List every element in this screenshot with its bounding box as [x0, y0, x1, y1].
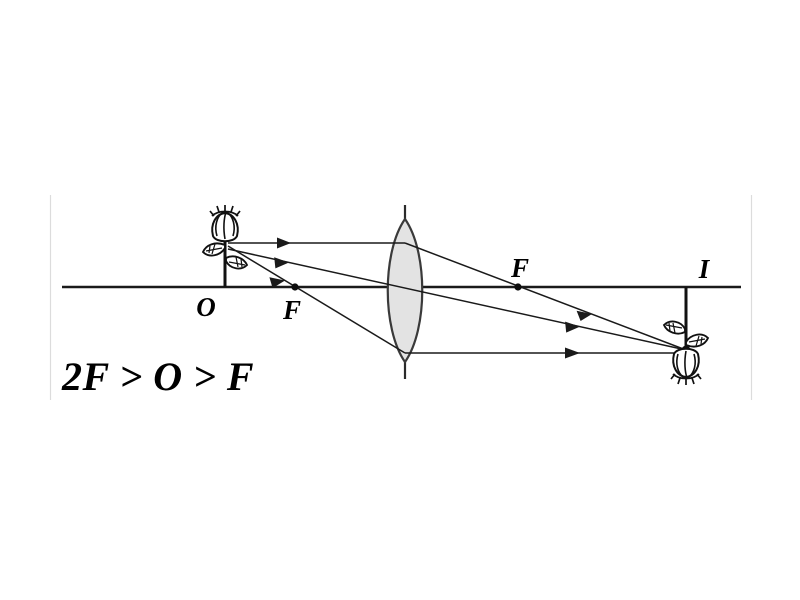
- label-image-point: I: [698, 254, 711, 284]
- object-petal-right: [227, 212, 235, 237]
- object-crown-arc: [211, 210, 239, 217]
- object-leaf-upper-left-vein: [205, 243, 223, 255]
- image-petal-left: [676, 353, 684, 378]
- object-flower: [201, 205, 249, 287]
- image-flower: [662, 287, 710, 385]
- ray-center-line: [227, 248, 687, 351]
- focal-point-far-dot: [514, 283, 522, 291]
- figure-border: [49, 195, 753, 400]
- arrowhead-parallel-incident: [277, 237, 291, 249]
- image-crown-arc: [672, 373, 700, 380]
- arrowhead-parallel-refracted: [576, 310, 592, 321]
- ray-parallel-refracted: [404, 242, 687, 351]
- object-sepals: [209, 205, 241, 217]
- image-sepals: [670, 373, 702, 385]
- ray-parallel-arrowheads: [277, 237, 592, 321]
- image-leaf-lower-right-vein: [688, 335, 706, 347]
- object-petal-mid: [223, 211, 227, 240]
- label-focal-far: F: [510, 253, 529, 283]
- object-blossom-cup: [211, 211, 239, 243]
- object-leaf-lower-right-vein: [228, 256, 246, 268]
- image-petal-right: [688, 353, 696, 378]
- ray-focal: [227, 245, 686, 354]
- label-relation-expression: 2F > O > F: [61, 354, 254, 399]
- label-object-point: O: [196, 292, 216, 322]
- arrowhead-focal-refracted: [565, 347, 580, 359]
- ray-focal-arrowheads: [269, 277, 580, 359]
- ray-center: [227, 248, 687, 351]
- image-leaf-upper-left-vein: [665, 322, 683, 334]
- ray-center-arrowheads: [274, 257, 580, 333]
- lens-body: [386, 217, 424, 364]
- arrowhead-center-incident: [274, 257, 289, 269]
- label-focal-near: F: [282, 295, 301, 325]
- arrowhead-focal-incident: [269, 277, 285, 289]
- image-petal-mid: [684, 350, 688, 379]
- arrowhead-center-refracted: [565, 321, 580, 333]
- focal-point-near-dot: [291, 283, 299, 291]
- converging-lens: [386, 205, 424, 379]
- ray-focal-incident: [227, 245, 406, 354]
- object-petal-left: [215, 212, 223, 237]
- image-blossom-cup: [672, 347, 700, 379]
- ray-parallel: [228, 242, 687, 351]
